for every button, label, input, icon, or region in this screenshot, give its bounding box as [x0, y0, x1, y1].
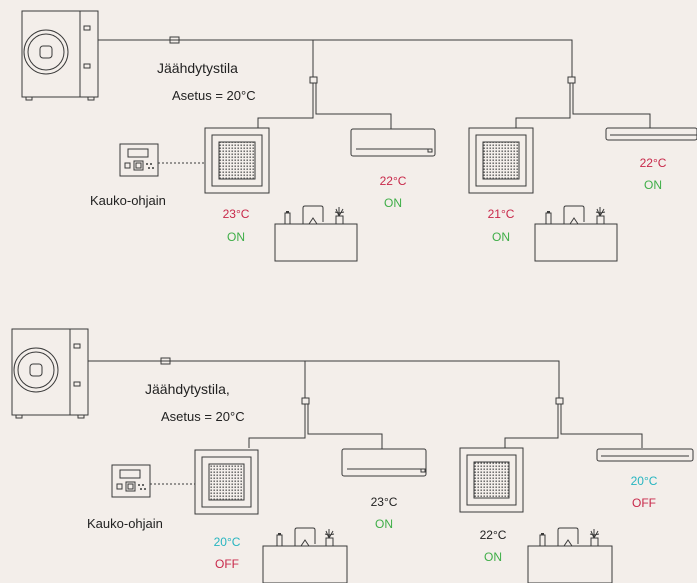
- bottom-unit-2-temp: 23°C: [370, 495, 398, 509]
- top-unit-4-state: ON: [644, 178, 662, 192]
- top-unit-3-state: ON: [492, 230, 510, 244]
- desk-4: [527, 527, 613, 583]
- bottom-unit-3-temp: 22°C: [479, 528, 507, 542]
- top-system: [21, 10, 697, 262]
- bottom-unit-3-state: ON: [484, 550, 502, 564]
- bottom-system: [11, 328, 694, 583]
- cassette-unit-4: [459, 447, 524, 513]
- cassette-unit-1: [204, 127, 270, 194]
- wall-unit-2: [341, 448, 427, 477]
- bottom-unit-1-temp: 20°C: [213, 535, 241, 549]
- bottom-mode-label: Jäähdytystila,: [145, 381, 230, 397]
- top-unit-1-temp: 23°C: [222, 207, 250, 221]
- pipes-top: [98, 36, 651, 129]
- cassette-unit-3: [194, 449, 259, 515]
- slim-unit-1: [605, 127, 697, 141]
- top-mode-label: Jäähdytystila: [157, 60, 238, 76]
- desk-2: [534, 205, 618, 262]
- bottom-unit-1-state: OFF: [215, 557, 239, 571]
- bottom-unit-4-state: OFF: [632, 496, 656, 510]
- top-unit-2-temp: 22°C: [379, 174, 407, 188]
- remote-controller-top: [119, 143, 205, 177]
- desk-3: [262, 527, 348, 583]
- bottom-unit-4-temp: 20°C: [630, 474, 658, 488]
- bottom-unit-2-state: ON: [375, 517, 393, 531]
- outdoor-unit-top: [21, 10, 99, 101]
- wall-unit-1: [350, 128, 436, 157]
- top-remote-label: Kauko-ohjain: [90, 193, 166, 208]
- remote-controller-bottom: [111, 464, 195, 498]
- pipes-bottom: [88, 357, 643, 449]
- top-unit-2-state: ON: [384, 196, 402, 210]
- cassette-unit-2: [468, 127, 534, 194]
- bottom-remote-label: Kauko-ohjain: [87, 516, 163, 531]
- top-unit-4-temp: 22°C: [639, 156, 667, 170]
- desk-1: [274, 205, 358, 262]
- slim-unit-2: [596, 448, 694, 462]
- outdoor-unit-bottom: [11, 328, 89, 419]
- top-unit-1-state: ON: [227, 230, 245, 244]
- top-unit-3-temp: 21°C: [487, 207, 515, 221]
- bottom-setpoint-label: Asetus = 20°C: [161, 409, 245, 424]
- top-setpoint-label: Asetus = 20°C: [172, 88, 256, 103]
